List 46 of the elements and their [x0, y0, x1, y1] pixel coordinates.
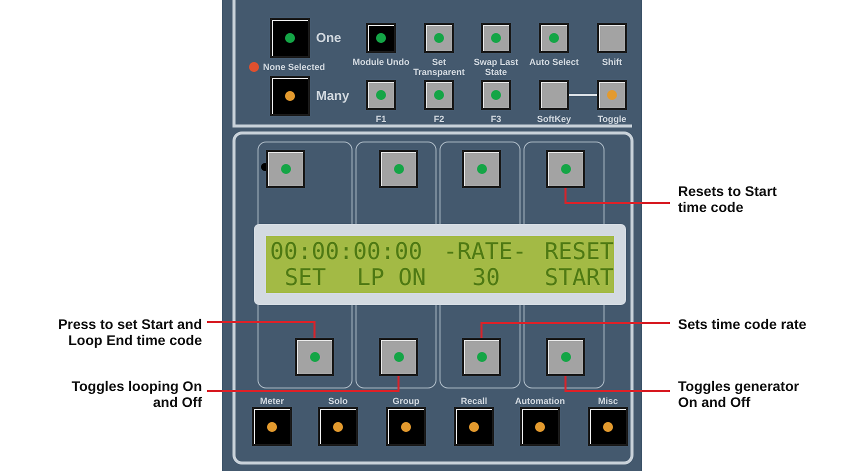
lcd-display [254, 224, 626, 305]
push-button [295, 338, 334, 376]
leader-line [564, 376, 670, 392]
button-label: Shift [601, 57, 623, 67]
lcd-text: START [544, 265, 614, 291]
button-label: Set Transparent [412, 57, 466, 77]
push-button [379, 150, 418, 188]
push-button [266, 150, 305, 188]
button-label: Many [316, 88, 350, 104]
button-label: One [316, 30, 342, 46]
button-label: Auto Select [528, 57, 580, 67]
button-label: Group [392, 396, 420, 406]
push-button [546, 338, 585, 376]
push-button [546, 150, 585, 188]
leader-line [207, 376, 400, 392]
button-label: F3 [490, 114, 502, 124]
callout-text: Sets time code rate [678, 316, 848, 332]
lcd-text: 30 [472, 265, 500, 291]
button-label: Misc [596, 396, 619, 406]
callout-text: Press to set Start and Loop End time code [20, 316, 202, 348]
push-button [462, 338, 501, 376]
lcd-text: RESET [544, 239, 614, 265]
push-button [462, 150, 501, 188]
lcd-text: SET [284, 265, 326, 291]
button-label: F1 [374, 114, 388, 124]
callout-text: Toggles looping On and Off [70, 378, 202, 410]
button-label: SoftKey [536, 114, 572, 124]
callout-text: Resets to Start time code [678, 183, 790, 215]
button-label: Solo [327, 396, 349, 406]
lcd-text: -RATE- [443, 239, 526, 265]
push-button [379, 338, 418, 376]
leader-line [480, 322, 670, 338]
button-label: Swap Last State [472, 57, 520, 77]
leader-line [207, 321, 316, 338]
leader-line [564, 188, 670, 204]
lcd-text: LP ON [356, 265, 426, 291]
button-label: Toggle [596, 114, 628, 124]
button-label: Recall [460, 396, 488, 406]
button-label: F2 [432, 114, 446, 124]
lcd-text: 00:00:00:00 [270, 239, 422, 265]
button-label: Automation [514, 396, 566, 406]
button-label: Module Undo [352, 57, 410, 67]
connector-line [569, 94, 597, 96]
button-label: Meter [258, 396, 285, 406]
callout-text: Toggles generator On and Off [678, 378, 818, 410]
status-label: None Selected [263, 62, 326, 72]
